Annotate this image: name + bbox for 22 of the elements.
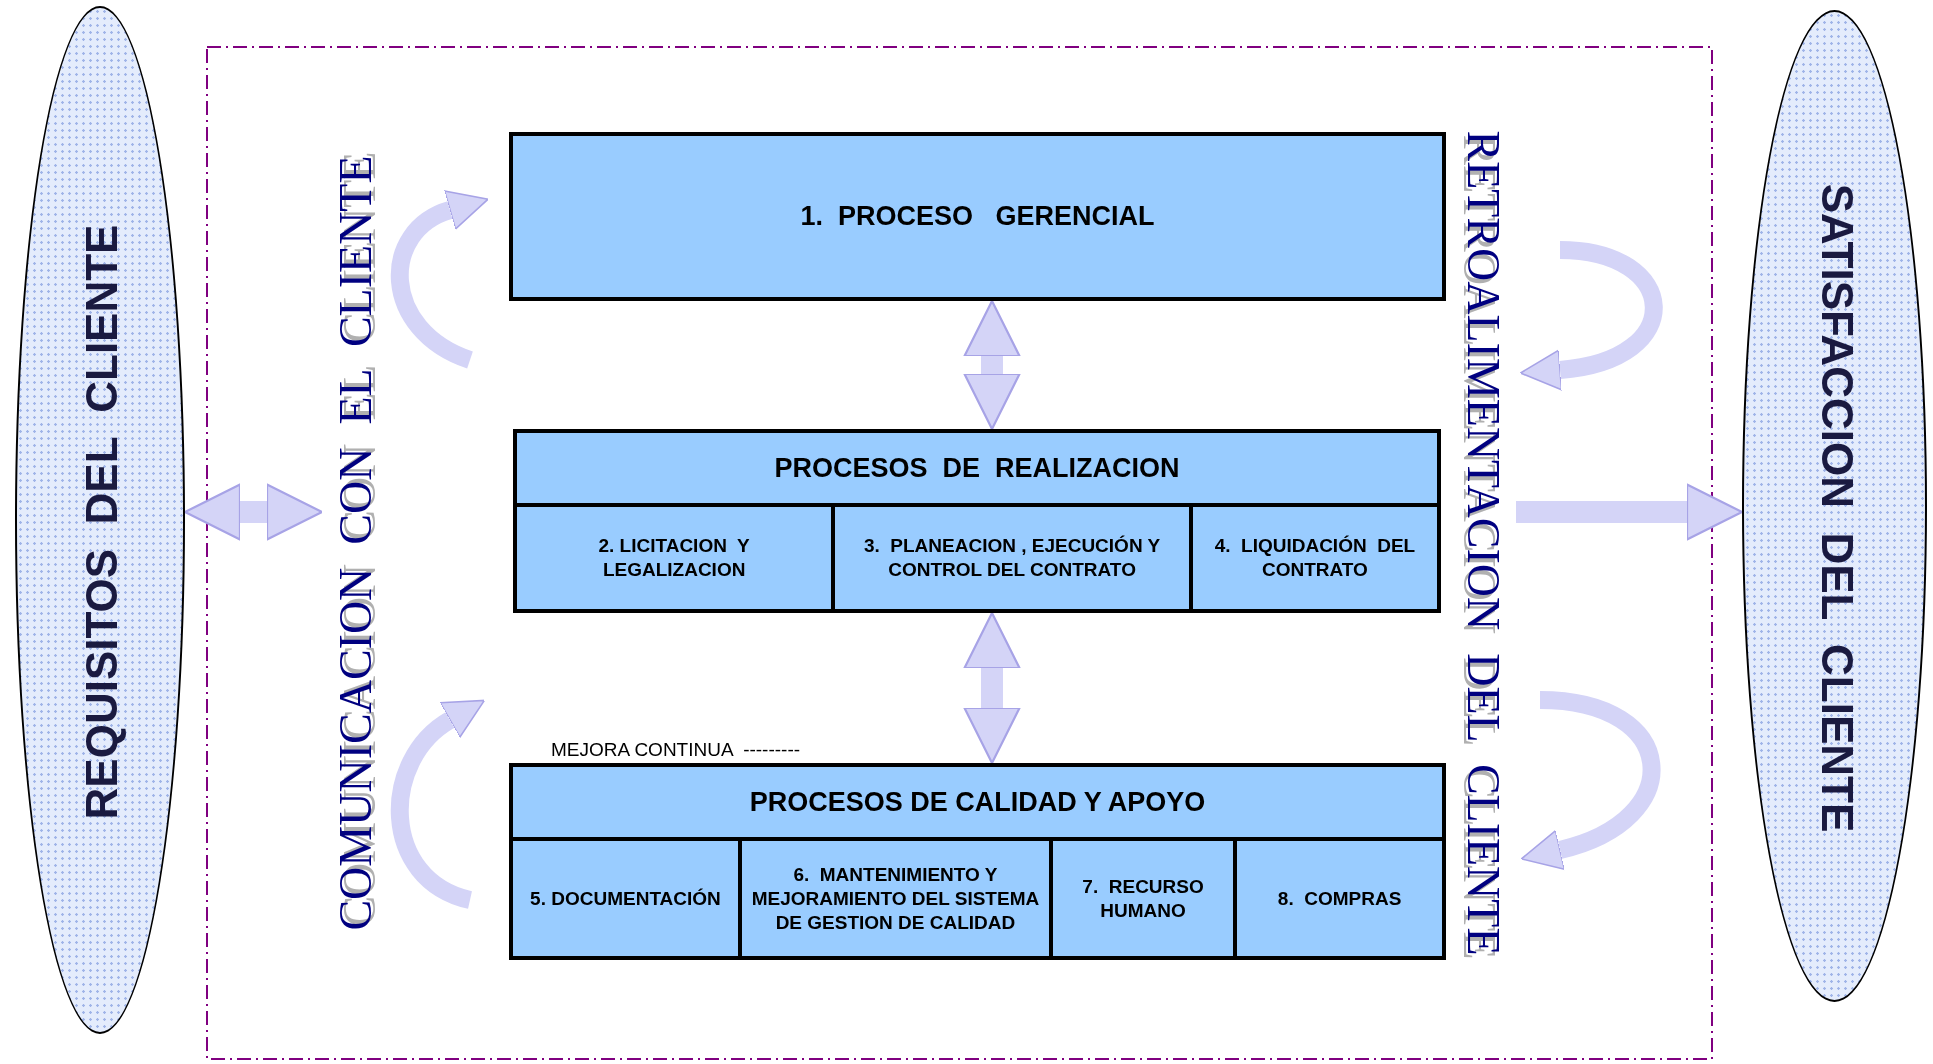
process-group-box	[513, 429, 1441, 613]
subprocess-label: 6. MANTENIMIENTO Y MEJORAMIENTO DEL SISTEMA DE GESTION DE CALIDAD	[750, 862, 1041, 935]
double-arrow	[183, 483, 324, 541]
subprocess-label: 8. COMPRAS	[1277, 886, 1402, 911]
note-text: MEJORA CONTINUA ---------	[551, 738, 801, 762]
process-group-box	[509, 763, 1446, 960]
box-title: 1. PROCESO GERENCIAL	[800, 200, 1155, 234]
ellipse-label: REQUISITOS DEL CLIENTE	[76, 223, 127, 822]
group-title: PROCESOS DE REALIZACION	[774, 451, 1180, 485]
ellipse-label: SATISFACCION DEL CLIENTE	[1811, 182, 1863, 835]
double-arrow	[963, 611, 1021, 765]
subprocess-label: 7. RECURSO HUMANO	[1081, 874, 1205, 923]
double-arrow	[963, 299, 1021, 431]
subprocess-label: 3. PLANEACION , EJECUCIÓN Y CONTROL DEL CONTRATO	[862, 534, 1162, 582]
group-title: PROCESOS DE CALIDAD Y APOYO	[749, 785, 1206, 819]
vertical-heading: COMUNICACION CON EL CLIENTE	[328, 153, 381, 933]
process-box	[509, 132, 1446, 301]
subprocess-label: 5. DOCUMENTACIÓN	[530, 886, 721, 911]
subprocess-label: 4. LIQUIDACIÓN DEL CONTRATO	[1213, 534, 1417, 582]
subprocess-label: 2. LICITACION Y LEGALIZACION	[597, 534, 751, 582]
vertical-heading: RETROALIMENTACION DEL CLIENTE	[1457, 129, 1510, 958]
double-arrow	[1516, 483, 1744, 541]
